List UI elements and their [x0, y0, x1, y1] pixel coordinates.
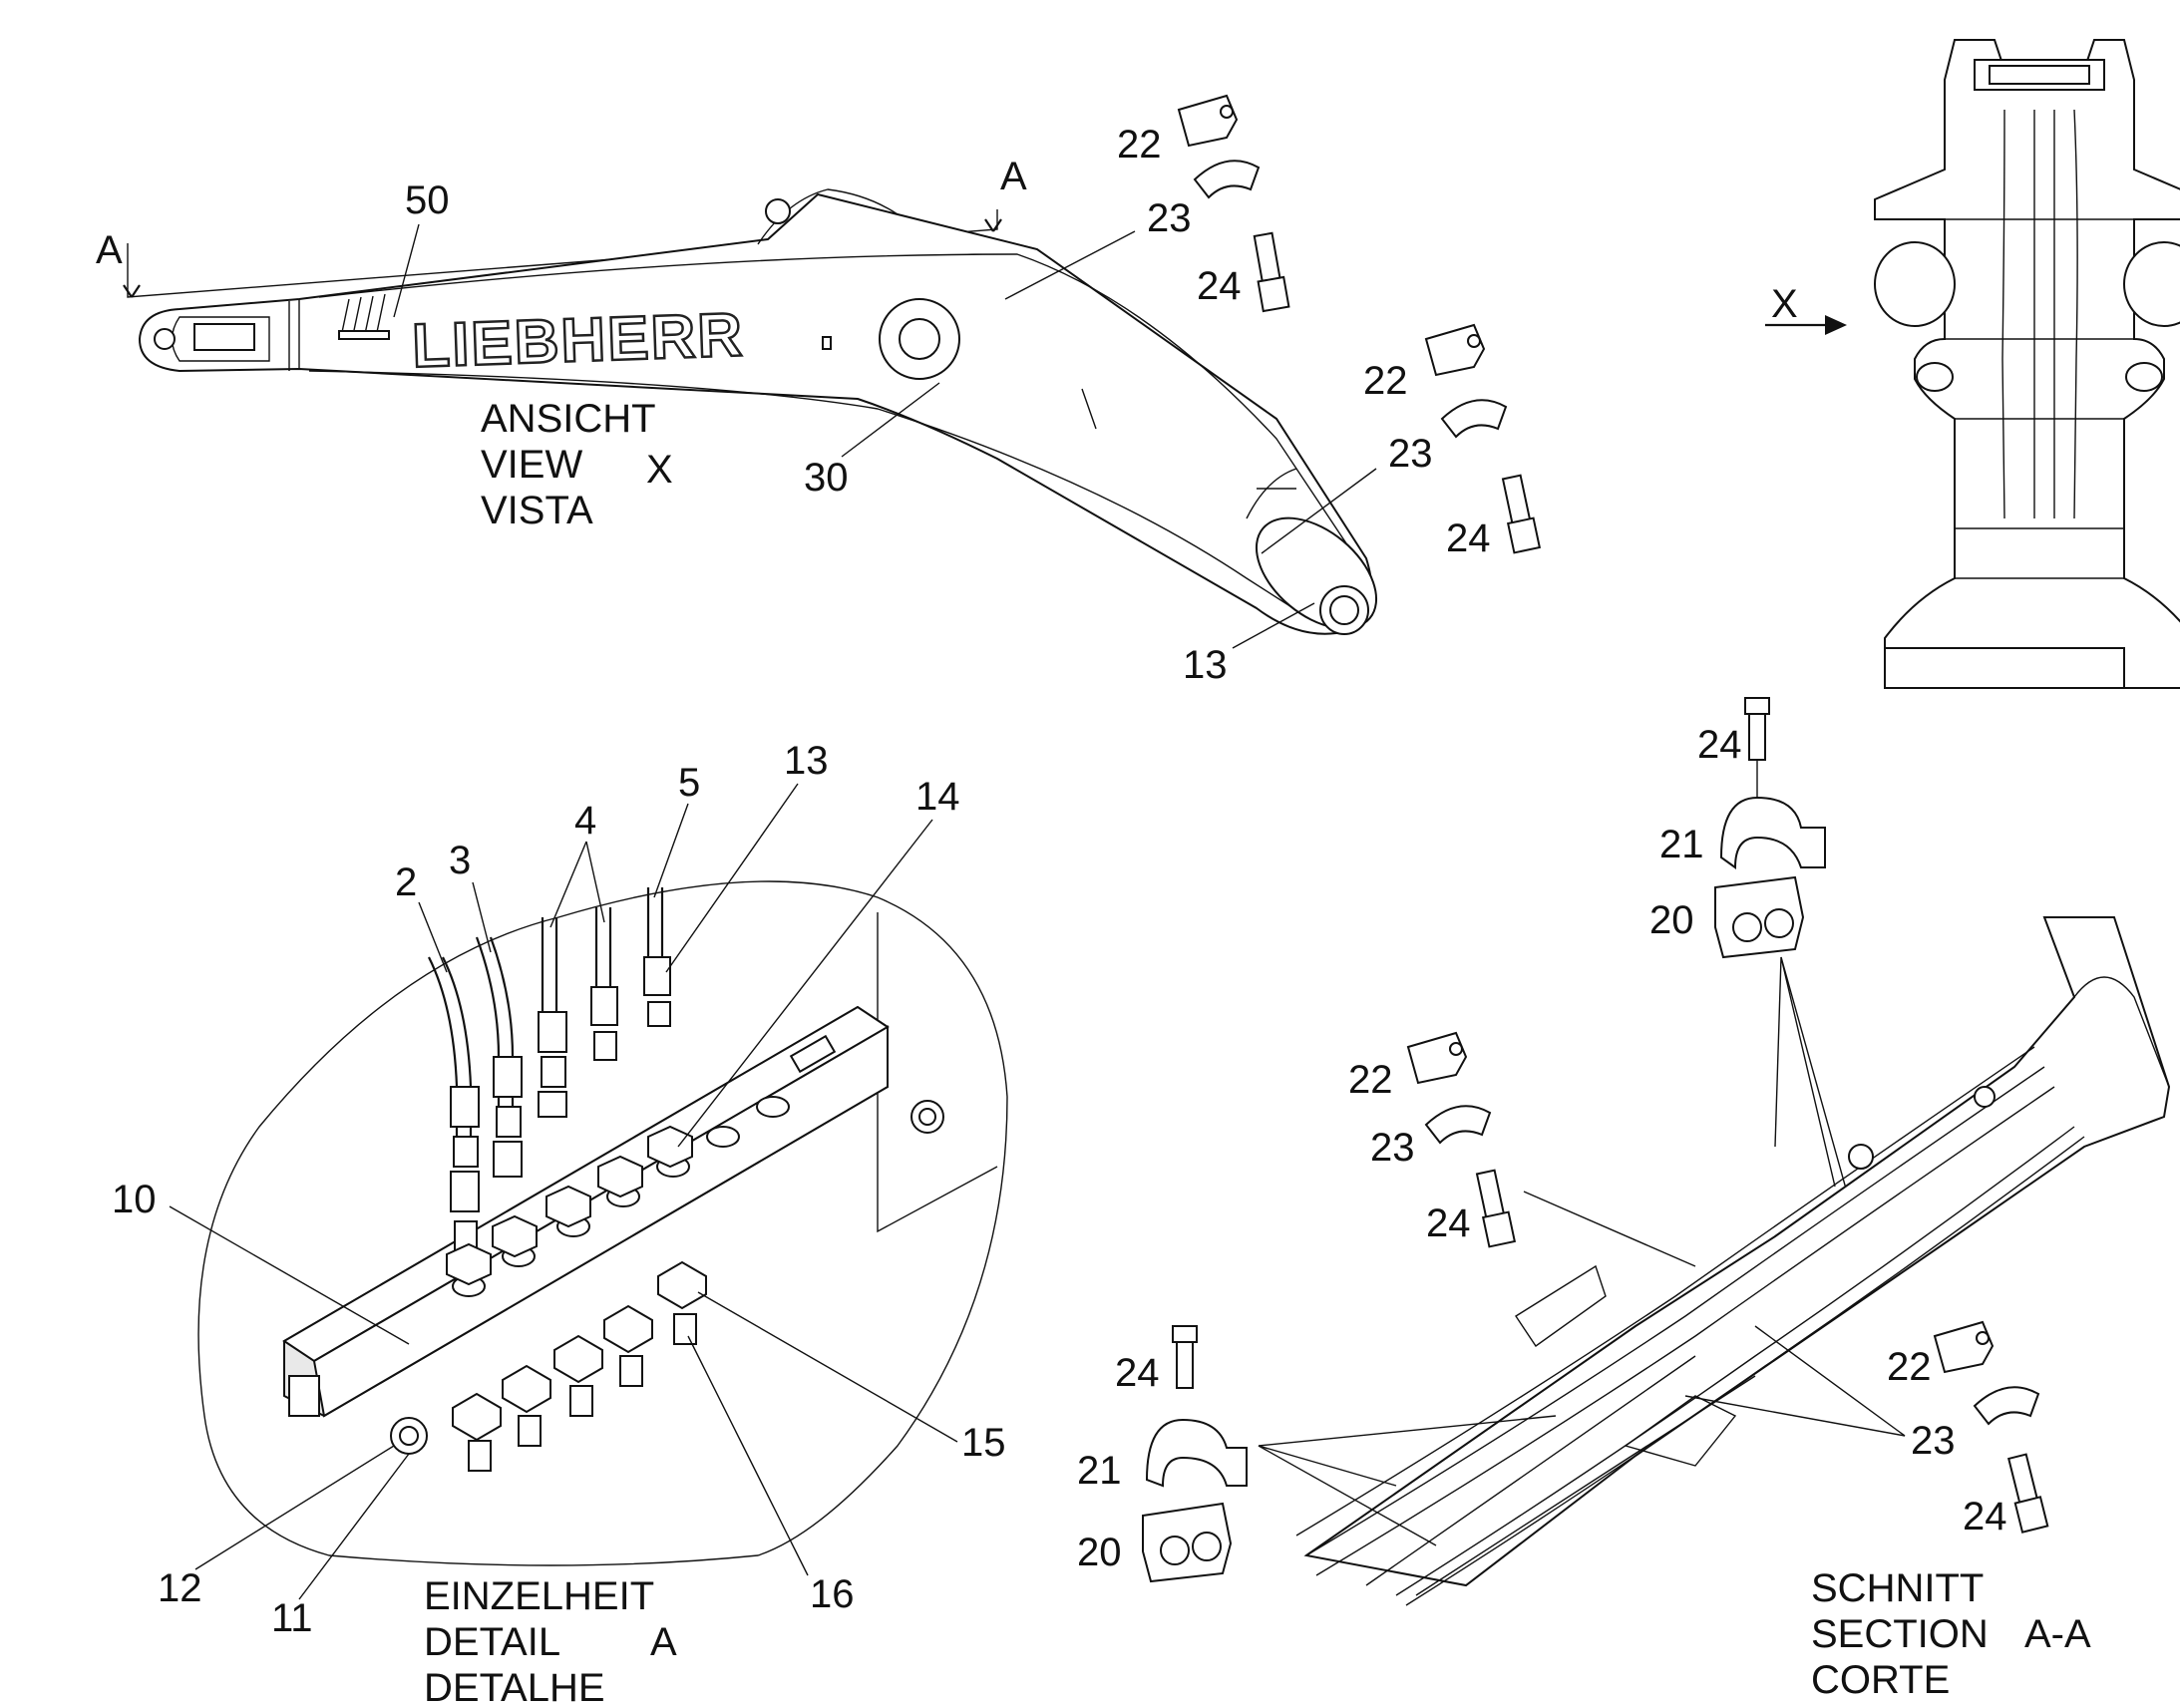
- callout-15: 15: [961, 1421, 1006, 1465]
- callout-3: 3: [449, 839, 471, 882]
- callout-16: 16: [810, 1572, 855, 1616]
- callout-14: 14: [915, 775, 960, 819]
- callout-22: 22: [1117, 123, 1162, 167]
- section-boom-body: [1303, 916, 2171, 1587]
- callout-22b: 22: [1363, 359, 1408, 403]
- callout-11: 11: [271, 1596, 313, 1640]
- callout-23b: 23: [1388, 432, 1433, 476]
- callout-12: 12: [158, 1566, 202, 1610]
- view-arrow-x-label: X: [1771, 282, 1798, 326]
- section-marker-a-right: A: [1000, 155, 1027, 198]
- caption-section-letters: A-A: [2024, 1612, 2091, 1656]
- callout-24-section: 24: [1426, 1201, 1471, 1245]
- callout-23-section-b: 23: [1911, 1419, 1956, 1463]
- top-view-outline: [1874, 39, 2180, 689]
- callout-24-section-c: 24: [1963, 1495, 2007, 1538]
- callout-10: 10: [112, 1178, 157, 1221]
- manifold-holes: [452, 1096, 790, 1297]
- section-a-a-view: [1295, 916, 2171, 1606]
- callout-50: 50: [405, 178, 450, 222]
- callout-24-section-b: 24: [1115, 1351, 1160, 1395]
- callout-22-section-b: 22: [1887, 1345, 1932, 1389]
- callout-2: 2: [395, 860, 417, 904]
- section-callouts: 22 23 24 24 21 20 22 23 24: [1077, 1031, 2049, 1583]
- detail-callouts: 2 3 4 5 13 14 10 15 12 11 16: [112, 739, 1006, 1640]
- hex-nuts-side: [452, 1260, 707, 1442]
- caption-ansicht: ANSICHT: [481, 397, 656, 441]
- callout-24b: 24: [1446, 516, 1491, 560]
- section-marker-a-left: A: [96, 228, 123, 272]
- callout-21-section: 21: [1077, 1449, 1122, 1493]
- callout-24: 24: [1197, 264, 1242, 308]
- caption-einzelheit: EINZELHEIT: [424, 1574, 654, 1618]
- section-arrow-left: [123, 284, 141, 298]
- caption-detail-letter: A: [650, 1620, 677, 1664]
- boom-clamp-parts: [1177, 94, 1542, 554]
- caption-detail: DETAIL: [424, 1620, 560, 1664]
- detail-a-caption: EINZELHEIT DETAIL DETALHE A: [424, 1574, 677, 1708]
- callout-22-section: 22: [1348, 1058, 1393, 1102]
- section-arrow-right: [984, 218, 1002, 232]
- callout-23-section: 23: [1370, 1126, 1415, 1170]
- callout-24-clamp: 24: [1697, 723, 1742, 767]
- callout-13: 13: [784, 739, 829, 783]
- caption-detalhe: DETALHE: [424, 1666, 605, 1708]
- callout-4: 4: [574, 799, 596, 843]
- hex-nuts-top: [446, 1125, 693, 1286]
- callout-20-clamp: 20: [1649, 898, 1694, 942]
- caption-vista: VISTA: [481, 489, 593, 532]
- caption-schnitt: SCHNITT: [1811, 1566, 1984, 1610]
- detail-a-outline: [197, 880, 1008, 1566]
- caption-view-letter: X: [646, 448, 673, 492]
- boom-side-view: LIEBHERR: [123, 188, 1378, 635]
- callout-13: 13: [1183, 643, 1228, 687]
- brand-logo: LIEBHERR: [411, 300, 745, 381]
- caption-view: VIEW: [481, 443, 582, 487]
- callout-23: 23: [1147, 196, 1192, 240]
- view-x-caption: ANSICHT VIEW VISTA X: [481, 397, 673, 532]
- section-aa-caption: SCHNITT SECTION CORTE A-A: [1811, 1566, 2091, 1702]
- detail-a-view: [197, 880, 1008, 1566]
- caption-corte: CORTE: [1811, 1658, 1950, 1702]
- caption-section: SECTION: [1811, 1612, 1989, 1656]
- section-line-a-a: [127, 209, 998, 298]
- callout-30: 30: [804, 456, 849, 500]
- callout-5: 5: [678, 761, 700, 805]
- clamp-assembly-top: 24 21 20: [1649, 697, 1866, 1257]
- view-x-top-view: [1874, 39, 2180, 689]
- boom-callouts: 50 22 23 24 22 23 24 30 13: [393, 123, 1491, 687]
- view-arrow-head: [1825, 315, 1847, 335]
- callout-21-clamp: 21: [1659, 823, 1704, 866]
- hoses: [428, 887, 664, 1147]
- plugs: [390, 1100, 944, 1472]
- callout-20-section: 20: [1077, 1531, 1122, 1574]
